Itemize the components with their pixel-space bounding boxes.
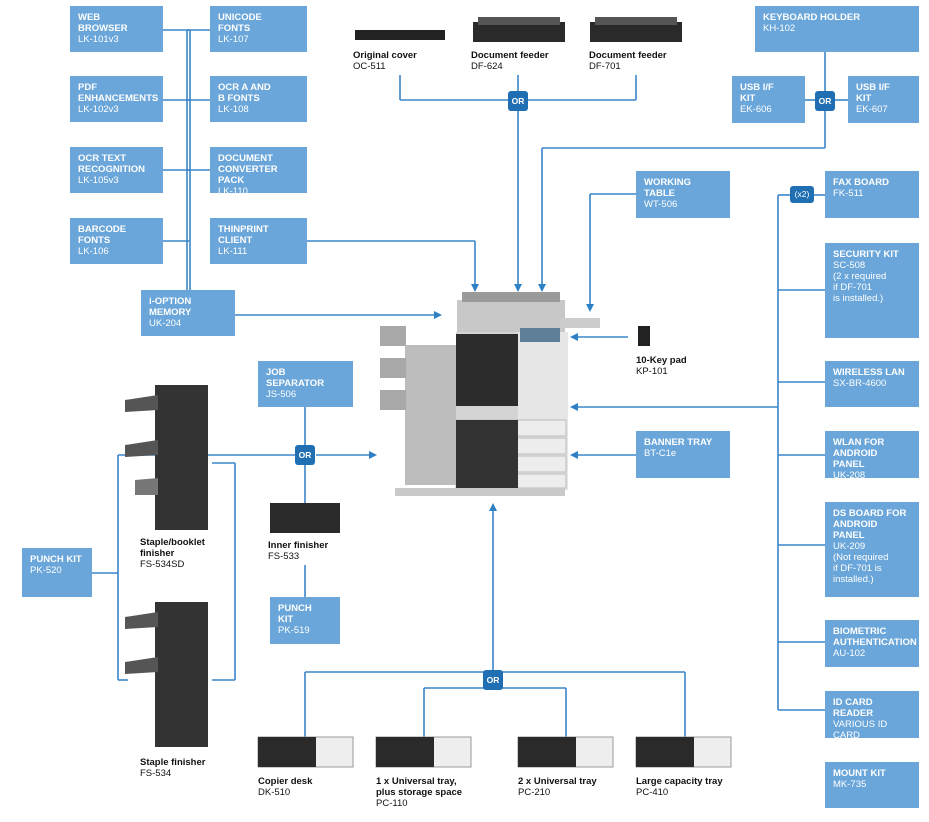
option-box-mk735: MOUNT KIT MK-735 [825, 762, 919, 808]
option-box-kh102: KEYBOARD HOLDER KH-102 [755, 6, 919, 52]
option-code: LK-108 [218, 104, 249, 115]
device-label-fs533: Inner finisher FS-533 [268, 540, 329, 562]
finisher-graphics [125, 385, 340, 747]
or-badge-finisher: OR [295, 445, 315, 465]
device-label-dk510: Copier desk DK-510 [258, 776, 313, 798]
device-label-pc210: 2 x Universal tray PC-210 [518, 776, 597, 798]
device-label-fs534: Staple finisher FS-534 [140, 757, 206, 779]
option-box-lk108: OCR A AND B FONTS LK-108 [210, 76, 307, 122]
device-label-df701: Document feeder DF-701 [589, 50, 667, 72]
bottom-device-graphics [257, 736, 732, 768]
option-box-lk111: THINPRINT CLIENT LK-111 [210, 218, 307, 264]
device-label-df624: Document feeder DF-624 [471, 50, 549, 72]
option-box-btc1e: BANNER TRAY BT-C1e [636, 431, 730, 478]
option-code: LK-106 [78, 246, 109, 257]
option-box-js506: JOB SEPARATOR JS-506 [258, 361, 353, 407]
device-label-pc410: Large capacity tray PC-410 [636, 776, 723, 798]
option-title: THINPRINT CLIENT [218, 224, 269, 246]
option-box-lk110: DOCUMENT CONVERTER PACK LK-110 [210, 147, 307, 197]
option-title: OCR A AND B FONTS [218, 82, 271, 104]
option-code: LK-110 [218, 186, 248, 197]
option-box-uk204: i-OPTION MEMORY UK-204 [141, 290, 235, 336]
option-box-lk101: WEB BROWSER LK-101v3 [70, 6, 163, 52]
option-title: i-OPTION MEMORY [149, 296, 192, 318]
option-box-uk209: DS BOARD FOR ANDROID PANEL UK-209 (Not r… [825, 502, 919, 597]
option-code: LK-105v3 [78, 175, 119, 186]
option-box-pk519: PUNCH KIT PK-519 [270, 597, 340, 644]
option-box-lk105: OCR TEXT RECOGNITION LK-105v3 [70, 147, 163, 193]
option-code: LK-111 [218, 246, 248, 257]
option-box-pk520: PUNCH KIT PK-520 [22, 548, 92, 597]
option-box-wt506: WORKING TABLE WT-506 [636, 171, 730, 218]
main-mfp-graphic [380, 292, 600, 496]
option-box-ek606: USB I/F KIT EK-606 [732, 76, 805, 123]
option-box-sx4600: WIRELESS LAN SX-BR-4600 [825, 361, 919, 407]
device-label-fs534sd: Staple/booklet finisher FS-534SD [140, 537, 205, 570]
option-title: BARCODE FONTS [78, 224, 127, 246]
option-title: DOCUMENT CONVERTER PACK [218, 153, 278, 186]
device-label-oc511: Original cover OC-511 [353, 50, 417, 72]
option-code: LK-102v3 [78, 104, 119, 115]
option-box-au102: BIOMETRIC AUTHENTICATION AU-102 [825, 620, 919, 667]
option-box-lk106: BARCODE FONTS LK-106 [70, 218, 163, 264]
option-box-fk511: FAX BOARD FK-511 [825, 171, 919, 218]
option-box-lk102: PDF ENHANCEMENTS LK-102v3 [70, 76, 163, 122]
or-badge-top: OR [508, 91, 528, 111]
or-badge-bottom: OR [483, 670, 503, 690]
option-title: PDF ENHANCEMENTS [78, 82, 159, 104]
option-title: UNICODE FONTS [218, 12, 262, 34]
option-code: UK-204 [149, 318, 182, 329]
option-box-sc508: SECURITY KIT SC-508 (2 x required if DF-… [825, 243, 919, 338]
option-box-ek607: USB I/F KIT EK-607 [848, 76, 919, 123]
or-badge-keyboard: OR [815, 91, 835, 111]
option-box-idcard: ID CARD READER VARIOUS ID CARD TECHNOLOG… [825, 691, 919, 752]
device-label-pc110: 1 x Universal tray, plus storage space P… [376, 776, 463, 809]
option-box-uk208: WLAN FOR ANDROID PANEL UK-208 [825, 431, 919, 481]
option-title: WEB BROWSER [78, 12, 128, 34]
option-title: OCR TEXT RECOGNITION [78, 153, 146, 175]
x2-badge: (x2) [790, 186, 814, 203]
option-code: LK-107 [218, 34, 249, 45]
option-box-lk107: UNICODE FONTS LK-107 [210, 6, 307, 52]
keypad-graphic [638, 326, 650, 346]
top-device-graphics [355, 17, 682, 42]
device-label-kp101: 10-Key pad KP-101 [636, 355, 687, 377]
option-code: LK-101v3 [78, 34, 119, 45]
